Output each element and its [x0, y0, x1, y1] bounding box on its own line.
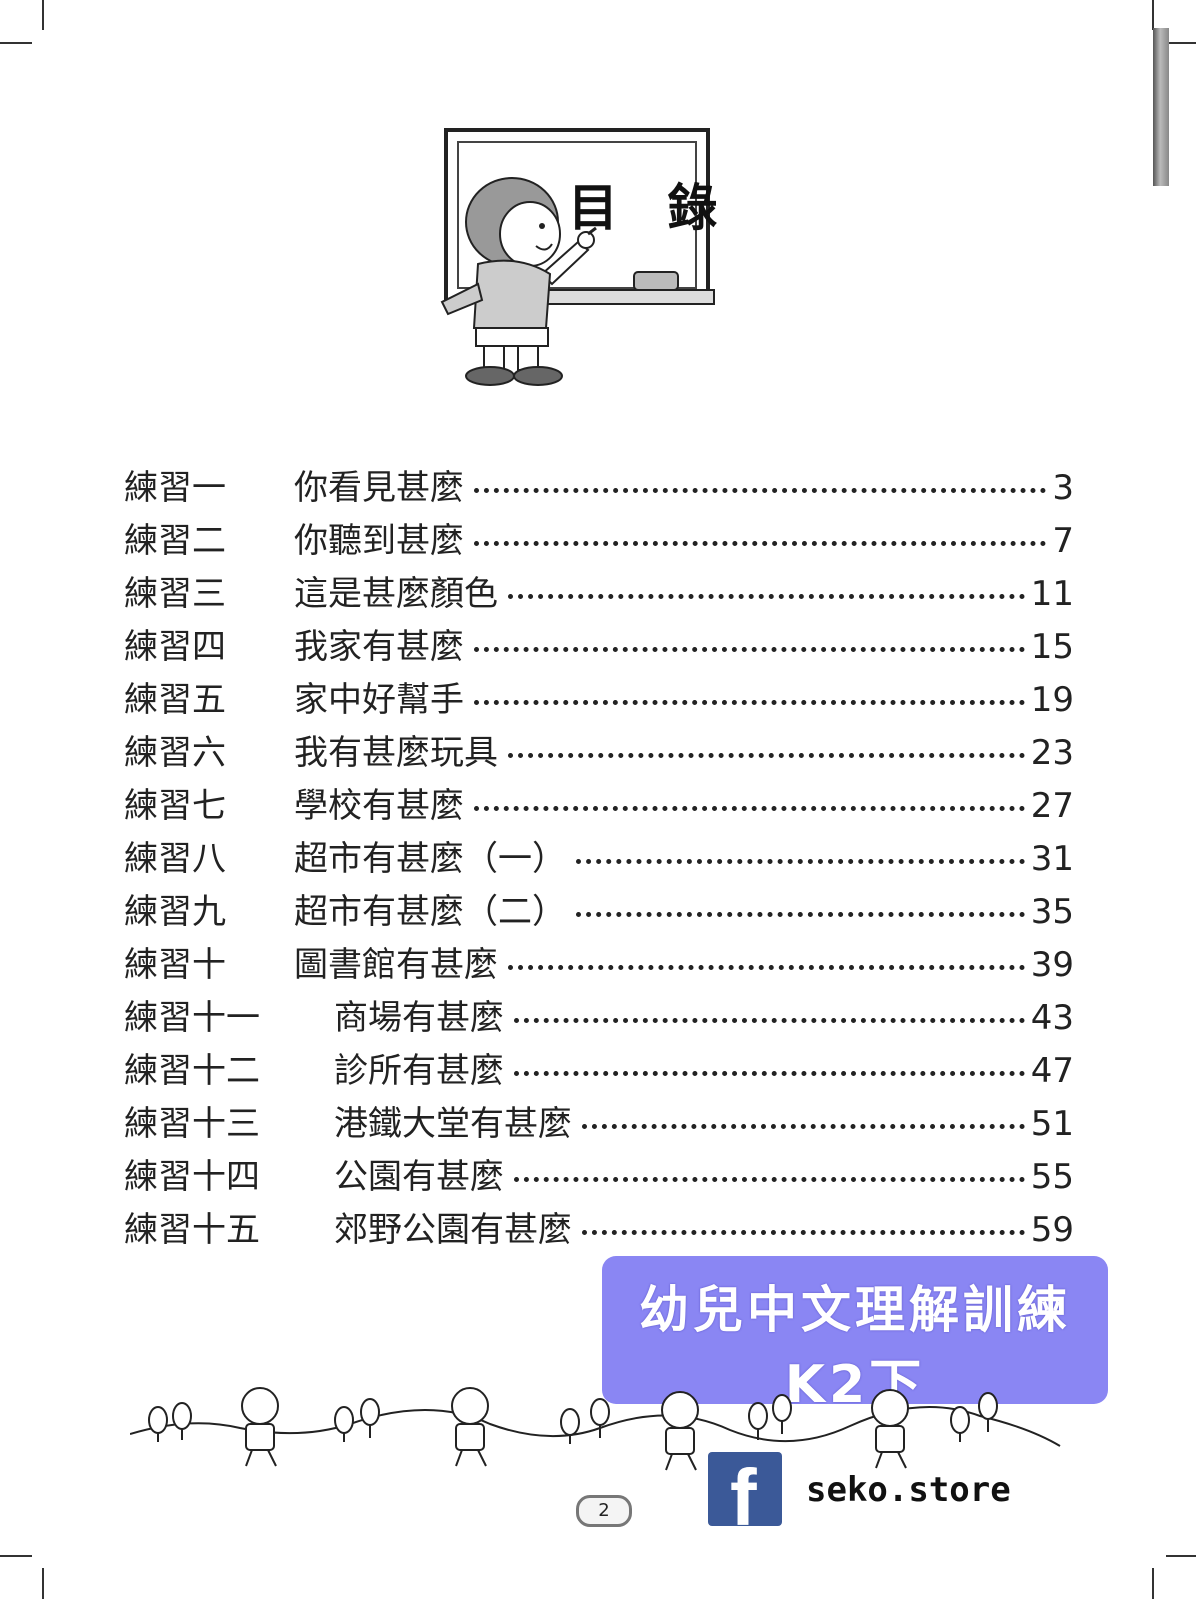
toc-entry-label: 練習十一 [124, 998, 260, 1038]
toc-entry-page: 23 [1030, 733, 1074, 773]
toc-entry-label: 練習十四 [124, 1157, 260, 1197]
toc-entry-label: 練習一 [124, 468, 226, 508]
crop-mark [1166, 1555, 1196, 1557]
toc-dot-leader [474, 541, 1047, 546]
crop-mark [1166, 42, 1196, 44]
toc-entry-title: 超市有甚麼（二） [294, 892, 566, 932]
crop-mark [0, 1555, 32, 1557]
toc-entry-title: 商場有甚麼 [334, 998, 504, 1038]
toc-entry-label: 練習十二 [124, 1051, 260, 1091]
page-edge-strip [1153, 28, 1169, 186]
facebook-f-glyph: f [730, 1453, 757, 1527]
toc-entry-label: 練習九 [124, 892, 226, 932]
toc-entry-label: 練習五 [124, 680, 226, 720]
toc-entry-label: 練習十三 [124, 1104, 260, 1144]
toc-entry-title: 圖書館有甚麼 [294, 945, 498, 985]
toc-dot-leader [474, 700, 1025, 705]
crop-mark [0, 42, 32, 44]
toc-entry[interactable]: 練習十 圖書館有甚麼 39 [124, 937, 1074, 990]
toc-entry-title: 你看見甚麼 [294, 468, 464, 508]
toc-entry[interactable]: 練習一 你看見甚麼 3 [124, 460, 1074, 513]
toc-dot-leader [514, 1177, 1025, 1182]
toc-entry-title: 診所有甚麼 [334, 1051, 504, 1091]
toc-dot-leader [508, 965, 1025, 970]
toc-entry-label: 練習七 [124, 786, 226, 826]
crop-mark [42, 0, 44, 30]
toc-dot-leader [576, 859, 1025, 864]
toc-entry-page: 3 [1052, 468, 1074, 508]
toc-dot-leader [514, 1071, 1025, 1076]
page-number: 2 [576, 1495, 632, 1527]
toc-entry-label: 練習三 [124, 574, 226, 614]
toc-entry-page: 59 [1030, 1210, 1074, 1250]
toc-entry[interactable]: 練習十二 診所有甚麼 47 [124, 1043, 1074, 1096]
toc-entry[interactable]: 練習三 這是甚麼顏色 11 [124, 566, 1074, 619]
toc-entry-title: 我家有甚麼 [294, 627, 464, 667]
toc-dot-leader [514, 1018, 1025, 1023]
toc-entry-page: 31 [1030, 839, 1074, 879]
toc-entry-title: 學校有甚麼 [294, 786, 464, 826]
toc-entry-page: 11 [1030, 574, 1074, 614]
toc-entry-label: 練習四 [124, 627, 226, 667]
toc-entry[interactable]: 練習十四 公園有甚麼 55 [124, 1149, 1074, 1202]
crop-mark [1152, 1568, 1154, 1599]
toc-dot-leader [582, 1124, 1025, 1129]
toc-entry-page: 7 [1052, 521, 1074, 561]
toc-entry-page: 55 [1030, 1157, 1074, 1197]
toc-entry-page: 27 [1030, 786, 1074, 826]
toc-entry-title: 郊野公園有甚麼 [334, 1210, 572, 1250]
crop-mark [42, 1568, 44, 1599]
toc-entry-title: 公園有甚麼 [334, 1157, 504, 1197]
toc-entry-page: 15 [1030, 627, 1074, 667]
facebook-icon[interactable]: f [708, 1452, 782, 1526]
toc-entry-label: 練習二 [124, 521, 226, 561]
toc-dot-leader [508, 594, 1025, 599]
toc-entry-page: 39 [1030, 945, 1074, 985]
toc-entry-title: 我有甚麼玩具 [294, 733, 498, 773]
toc-entry-label: 練習十 [124, 945, 226, 985]
toc-entry-page: 51 [1030, 1104, 1074, 1144]
toc-dot-leader [474, 806, 1025, 811]
toc-entry-label: 練習十五 [124, 1210, 260, 1250]
toc-entry-page: 43 [1030, 998, 1074, 1038]
toc-entry-label: 練習八 [124, 839, 226, 879]
toc-entry-label: 練習六 [124, 733, 226, 773]
toc-entry[interactable]: 練習八 超市有甚麼（一） 31 [124, 831, 1074, 884]
toc-entry-title: 港鐵大堂有甚麼 [334, 1104, 572, 1144]
toc-entry-title: 你聽到甚麼 [294, 521, 464, 561]
toc-entry-page: 35 [1030, 892, 1074, 932]
promo-title: 幼兒中文理解訓練 [639, 1281, 1071, 1339]
toc-entry-page: 47 [1030, 1051, 1074, 1091]
toc-heading: 目 錄 [568, 178, 734, 237]
toc-entry[interactable]: 練習十五 郊野公園有甚麼 59 [124, 1202, 1074, 1255]
toc-entry-title: 這是甚麼顏色 [294, 574, 498, 614]
teacher-chalkboard-illustration [440, 128, 715, 386]
toc-dot-leader [508, 753, 1025, 758]
toc-dot-leader [576, 912, 1025, 917]
toc-dot-leader [474, 488, 1047, 493]
toc-entry[interactable]: 練習四 我家有甚麼 15 [124, 619, 1074, 672]
toc-entry[interactable]: 練習七 學校有甚麼 27 [124, 778, 1074, 831]
crop-mark [1152, 0, 1154, 30]
toc-entry[interactable]: 練習九 超市有甚麼（二） 35 [124, 884, 1074, 937]
toc-dot-leader [474, 647, 1025, 652]
toc-entry[interactable]: 練習十一 商場有甚麼 43 [124, 990, 1074, 1043]
toc-dot-leader [582, 1230, 1025, 1235]
toc-entry[interactable]: 練習六 我有甚麼玩具 23 [124, 725, 1074, 778]
toc-entry-title: 超市有甚麼（一） [294, 839, 566, 879]
toc-entry[interactable]: 練習五 家中好幫手 19 [124, 672, 1074, 725]
toc-entry[interactable]: 練習二 你聽到甚麼 7 [124, 513, 1074, 566]
toc-entry-page: 19 [1030, 680, 1074, 720]
toc-entry[interactable]: 練習十三 港鐵大堂有甚麼 51 [124, 1096, 1074, 1149]
toc-entry-title: 家中好幫手 [294, 680, 464, 720]
social-handle[interactable]: seko.store [806, 1470, 1011, 1510]
children-hills-illustration [130, 1387, 1061, 1471]
